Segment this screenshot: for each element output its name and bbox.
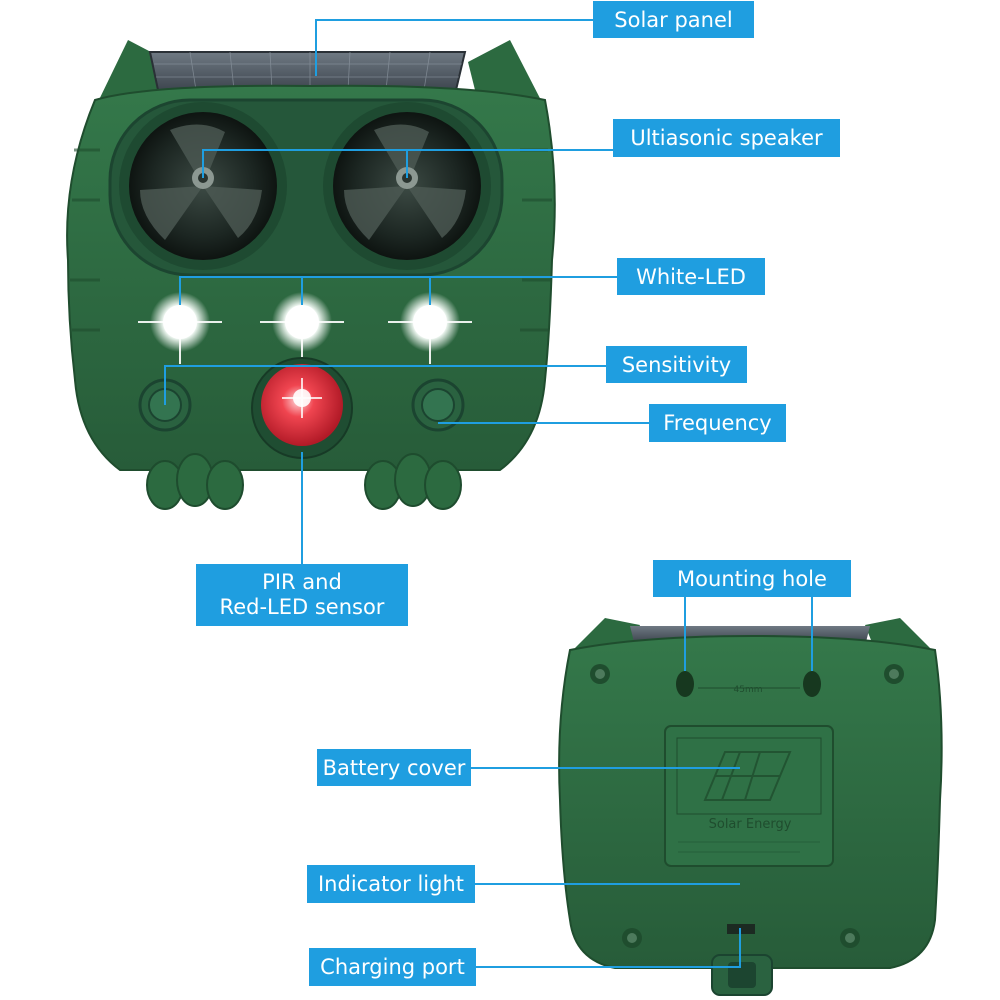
leader-sensitivity [164, 365, 606, 405]
solar-panel-label: Solar panel [593, 1, 754, 38]
back-device: 45mm Solar Energy [558, 618, 943, 996]
indicator-light-label: Indicator light [307, 865, 475, 903]
front-solar-panel [148, 51, 467, 91]
front-feet [146, 453, 462, 510]
frequency-knob [411, 378, 465, 432]
leader-lines [164, 19, 813, 968]
front-device [66, 40, 556, 510]
pir-red-sensor [251, 357, 353, 459]
pir-sensor-label: PIR and Red-LED sensor [196, 564, 408, 626]
ultrasonic-speaker-label: Ultiasonic speaker [613, 119, 840, 157]
panel-grid [154, 51, 462, 91]
mounting-holes [676, 671, 821, 697]
white-led-label: White-LED [617, 258, 765, 295]
leader-white-led [179, 276, 617, 305]
leader-speaker-left [202, 149, 407, 178]
back-screws [590, 664, 904, 948]
battery-cover-label: Battery cover [317, 749, 471, 786]
sensitivity-label: Sensitivity [606, 346, 747, 383]
leader-charging-port [476, 928, 741, 968]
mounting-hole-label: Mounting hole [653, 560, 851, 597]
pir-sensor-label-line-1: PIR and [262, 570, 342, 594]
leader-solar-panel [315, 19, 593, 76]
frequency-label: Frequency [649, 404, 786, 442]
pir-sensor-label-line-2: Red-LED sensor [219, 595, 385, 619]
charging-port [711, 954, 773, 996]
battery-cover: Solar Energy [664, 725, 834, 867]
charging-port-label: Charging port [309, 948, 476, 986]
mount-spacing-text: 45mm [734, 685, 763, 695]
left-speaker [119, 102, 287, 270]
white-led-group [138, 280, 472, 364]
right-speaker [323, 102, 491, 270]
battery-cover-text: Solar Energy [709, 817, 792, 832]
side-ribs [70, 148, 552, 332]
